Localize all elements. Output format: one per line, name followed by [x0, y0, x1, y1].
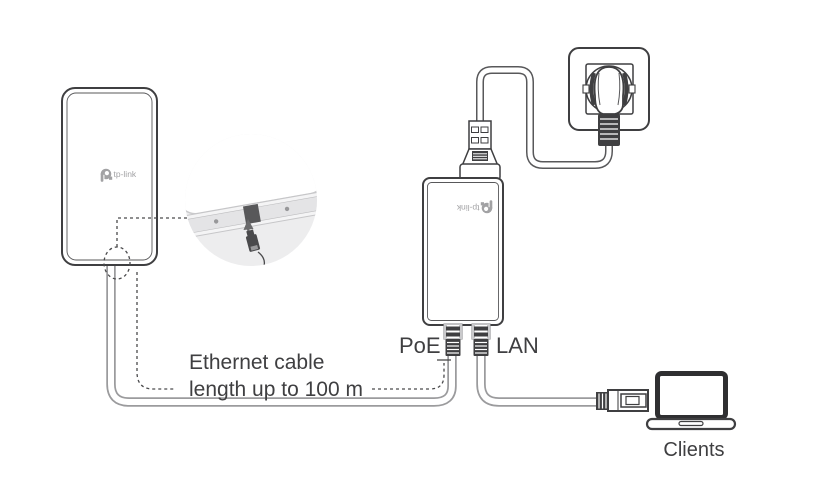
access-point: tp-link — [61, 87, 158, 266]
access-point-bottom-detail — [185, 134, 317, 239]
poe-adapter: tp-link — [422, 177, 504, 356]
socket-clip-right — [628, 84, 636, 94]
poe-adapter-logo: tp-link — [456, 200, 493, 214]
socket-clip-left — [582, 84, 590, 94]
ethernet-port-slot — [242, 203, 261, 225]
poe-adapter-logo-text: tp-link — [456, 203, 479, 213]
plug-strain-relief — [598, 114, 620, 146]
cable-length-dash-right — [372, 363, 445, 390]
wall-outlet — [568, 47, 650, 146]
lan-cable — [476, 352, 600, 407]
detail-cable-curl — [257, 251, 278, 266]
poe-label: PoE — [399, 333, 441, 358]
cable-length-dash-left — [136, 272, 176, 390]
lan-label: LAN — [496, 333, 539, 358]
client-laptop-icon — [645, 371, 737, 431]
screw-hole-left — [213, 219, 219, 224]
poe-port-connector — [443, 323, 463, 356]
access-point-logo: tp-link — [100, 168, 137, 182]
lan-port-connector — [471, 323, 491, 356]
power-plug-icon — [589, 66, 629, 146]
rj45-connector-icon — [596, 389, 649, 412]
access-point-logo-text: tp-link — [114, 169, 137, 179]
screw-hole-right — [284, 206, 290, 212]
dashed-annotations — [103, 217, 451, 390]
rj45-plug-detail-icon — [245, 229, 261, 252]
cable-note-line2: length up to 100 m — [189, 378, 363, 401]
cable-note-line1: Ethernet cable — [189, 351, 324, 374]
zoom-detail-circle — [185, 134, 317, 266]
trackpad-notch — [678, 420, 704, 427]
power-cable — [476, 66, 613, 169]
clients-label: Clients — [663, 439, 724, 461]
ethernet-cable — [106, 262, 457, 407]
power-connector — [459, 120, 501, 181]
